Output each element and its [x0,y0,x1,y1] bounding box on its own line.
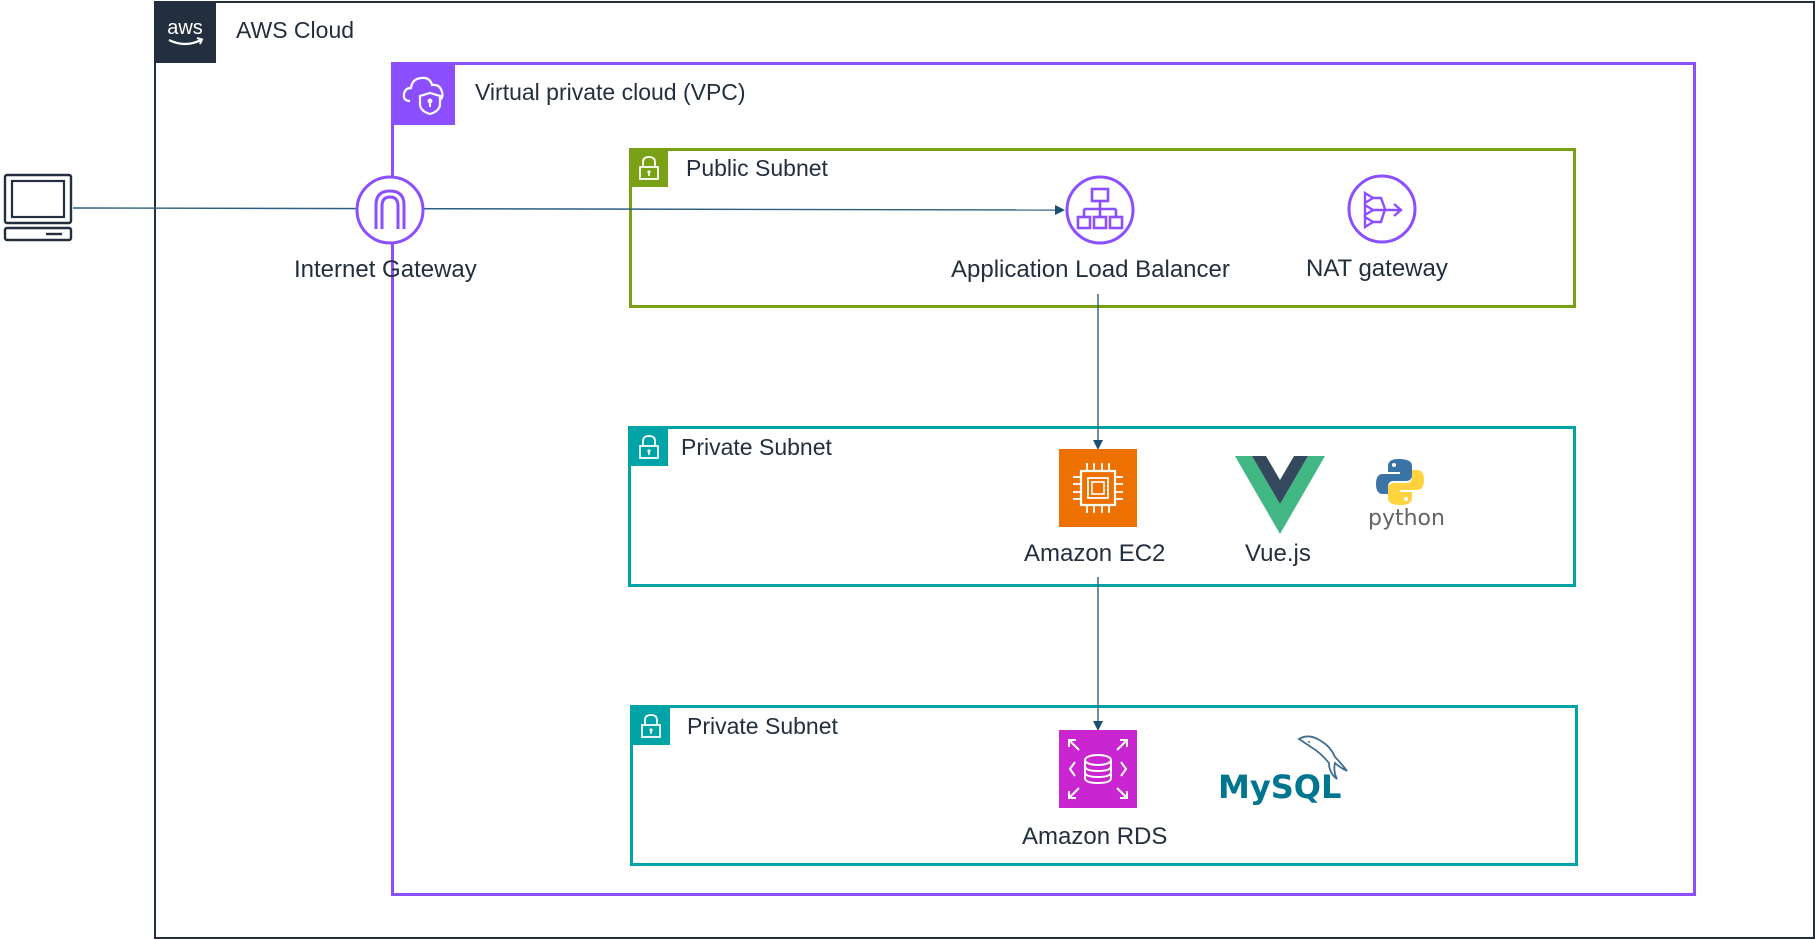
vpc-cloud-shield-icon [392,63,455,125]
aws-logo-icon: aws [154,1,216,63]
private-subnet-app-group [628,426,1576,587]
vpc-title: Virtual private cloud (VPC) [475,79,746,105]
nat-gateway-icon [1347,174,1417,244]
vuejs-label: Vue.js [1245,540,1311,567]
aws-cloud-title: AWS Cloud [236,17,355,43]
private-subnet-db-group [630,705,1578,866]
client-to-alb-connector [72,204,1065,215]
mysql-dolphin-logo-icon [1295,733,1355,781]
public-subnet-title: Public Subnet [686,155,828,181]
lock-icon [629,427,668,466]
rds-label: Amazon RDS [1022,823,1168,850]
python-logo-icon [1374,457,1426,507]
load-balancer-icon [1065,175,1135,245]
private-subnet-db-title: Private Subnet [687,713,838,739]
python-logo-text: python [1368,506,1445,531]
alb-label: Application Load Balancer [951,256,1230,283]
ec2-label: Amazon EC2 [1024,540,1166,567]
vpc-group [391,62,1696,896]
private-subnet-app-title: Private Subnet [681,434,832,460]
lock-icon [630,149,668,187]
internet-gateway-icon [355,175,425,245]
lock-icon [631,706,670,745]
mysql-logo-text: MySQL [1218,768,1342,806]
internet-gateway-label: Internet Gateway [294,256,477,283]
aws-cloud-group [154,1,1815,939]
ec2-chip-icon [1059,449,1137,527]
rds-database-icon [1059,730,1137,808]
vue-logo-icon [1235,456,1325,536]
svg-text:aws: aws [167,17,203,39]
public-subnet-group [629,148,1576,308]
nat-gateway-label: NAT gateway [1306,255,1448,282]
laptop-client-icon [2,173,74,243]
